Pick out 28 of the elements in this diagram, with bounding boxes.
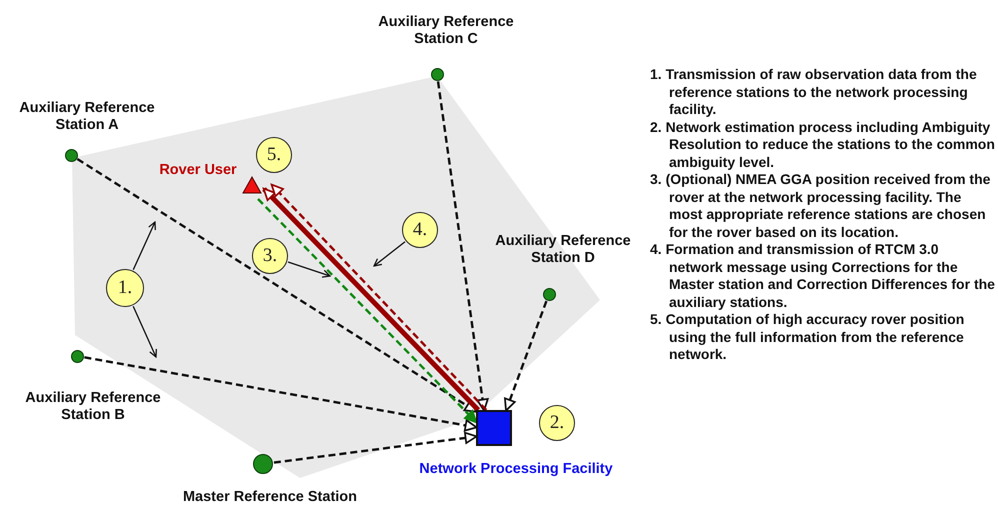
station-dot	[70, 350, 84, 362]
arrow	[76, 158, 478, 413]
arrow	[274, 432, 478, 464]
node-label: Auxiliary Reference Station A	[18, 100, 156, 134]
processing-facility-square	[476, 410, 512, 446]
list-item: 1. Transmission of raw observation data from the reference stations to the network processing facility.	[650, 66, 978, 118]
node-label: Auxiliary Reference Station B	[24, 390, 162, 424]
node-label: Network Processing Facility	[418, 461, 614, 478]
list-item: 5. Computation of high accuracy rover position using the full information from the reference network.	[650, 311, 966, 364]
node-label: Rover User	[158, 162, 238, 179]
arrow	[84, 356, 478, 432]
arrow	[436, 81, 489, 412]
arrow	[504, 300, 548, 412]
node-label: Auxiliary Reference Station C	[377, 14, 515, 48]
list-item: 2. Network estimation process including Ambiguity Resolution to reduce the stations to the common ambiguity level.	[650, 118, 995, 171]
leader-line	[288, 261, 331, 278]
leader-line	[132, 306, 157, 358]
station-dot	[64, 148, 78, 162]
node-label: Master Reference Station	[182, 489, 358, 505]
callout-number: 2.	[539, 405, 575, 441]
leader-line	[132, 221, 156, 270]
list-item: 4. Formation and transmission of RTCM 3.0 network message using Corrections for the Master station and Correction Differences for the auxiliary stations.	[650, 241, 995, 311]
leader-line	[373, 241, 406, 267]
station-dot	[253, 454, 273, 474]
node-label: Auxiliary Reference Station D	[494, 233, 632, 267]
rover-triangle	[242, 176, 262, 194]
list-item: 3. (Optional) NMEA GGA position received from the rover at the network processing facility. The most appropriate reference stations are chosen for the rover based on its location.	[650, 171, 992, 241]
station-dot	[430, 68, 444, 80]
